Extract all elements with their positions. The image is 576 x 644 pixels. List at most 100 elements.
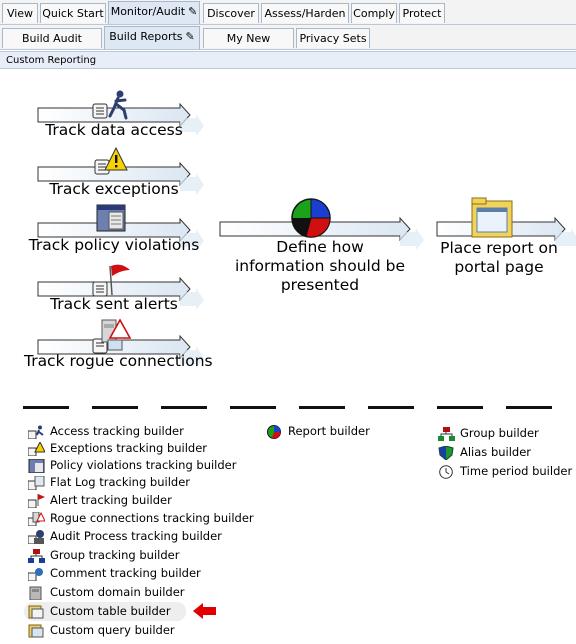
builder-flat-log-tracking[interactable]: Flat Log tracking builder xyxy=(28,474,190,491)
separator-dash xyxy=(437,406,483,409)
selected-item-highlight xyxy=(24,602,186,621)
builder-label: Alias builder xyxy=(460,445,532,459)
tab-protect[interactable]: Protect xyxy=(399,3,445,23)
warning-scroll-icon xyxy=(28,441,45,456)
builder-group[interactable]: Group builder xyxy=(438,425,539,442)
custom-table-icon xyxy=(28,605,44,618)
clock-icon xyxy=(439,464,453,479)
flow-label-track-data-access: Track data access xyxy=(45,121,183,139)
separator-dash xyxy=(368,406,414,409)
builder-alert-tracking[interactable]: Alert tracking builder xyxy=(28,492,172,509)
builder-policy-violations-tracking[interactable]: Policy violations tracking builder xyxy=(28,457,236,474)
tab-label: Protect xyxy=(402,7,442,20)
flow-arrow xyxy=(37,276,204,310)
tab-label: Assess/Harden xyxy=(264,7,346,20)
builder-label: Group tracking builder xyxy=(50,548,180,562)
tab-discover[interactable]: Discover xyxy=(203,3,259,23)
tab-label: Discover xyxy=(207,7,255,20)
separator-dash xyxy=(23,406,69,409)
tab-label: Comply xyxy=(353,7,395,20)
flow-label-define-presentation: Define how information should be present… xyxy=(234,238,406,294)
builder-custom-query[interactable]: Custom query builder xyxy=(28,622,175,639)
flow-arrow xyxy=(37,161,204,195)
builder-audit-process-tracking[interactable]: Audit Process tracking builder xyxy=(28,528,222,545)
tab-label: Monitor/Audit xyxy=(110,5,186,18)
builder-label: Custom table builder xyxy=(50,604,171,618)
builder-label: Flat Log tracking builder xyxy=(50,475,191,489)
flow-label-track-exceptions: Track exceptions xyxy=(49,180,179,198)
builder-time-period[interactable]: Time period builder xyxy=(438,463,572,480)
builder-label: Time period builder xyxy=(460,464,573,478)
builder-label: Comment tracking builder xyxy=(50,566,201,580)
builder-report[interactable]: Report builder xyxy=(266,423,370,440)
tab-view[interactable]: View xyxy=(2,3,38,23)
builder-access-tracking[interactable]: Access tracking builder xyxy=(28,423,184,440)
builder-label: Group builder xyxy=(460,426,539,440)
separator-dash xyxy=(161,406,207,409)
tab-label: View xyxy=(6,7,34,20)
builder-exceptions-tracking[interactable]: Exceptions tracking builder xyxy=(28,440,207,457)
flow-label-track-sent-alerts: Track sent alerts xyxy=(50,295,178,313)
tab-quick-start[interactable]: Quick Start xyxy=(40,3,106,23)
main-tab-bar: View Quick Start Monitor/Audit✎ Discover… xyxy=(0,0,576,25)
group-tree-icon xyxy=(438,426,455,441)
tab-comply[interactable]: Comply xyxy=(351,3,397,23)
comment-icon xyxy=(28,567,43,581)
pie-chart-icon xyxy=(267,424,281,439)
builder-custom-table[interactable]: Custom table builder xyxy=(28,603,171,620)
separator-dash xyxy=(92,406,138,409)
flow-label-place-report: Place report on portal page xyxy=(440,239,558,276)
builder-group-tracking[interactable]: Group tracking builder xyxy=(28,547,179,564)
group-tree-icon xyxy=(28,548,45,563)
rogue-connection-icon xyxy=(28,511,45,526)
edit-pencil-icon[interactable]: ✎ xyxy=(185,30,195,43)
builder-label: Access tracking builder xyxy=(50,424,184,438)
alias-shield-icon xyxy=(438,445,454,460)
flow-arrow xyxy=(37,102,204,136)
builder-rogue-connections-tracking[interactable]: Rogue connections tracking builder xyxy=(28,510,254,527)
separator-dash xyxy=(506,406,552,409)
builder-label: Policy violations tracking builder xyxy=(50,458,237,472)
flag-scroll-icon xyxy=(28,493,45,508)
builder-label: Audit Process tracking builder xyxy=(50,529,222,543)
person-scroll-icon xyxy=(92,90,128,120)
tab-build-audit-policies[interactable]: Build Audit Policies xyxy=(2,28,102,65)
tab-build-reports[interactable]: Build Reports✎ xyxy=(104,26,200,49)
flow-label-track-rogue-connections: Track rogue connections xyxy=(24,352,213,370)
policy-window-icon xyxy=(28,458,45,473)
edit-pencil-icon[interactable]: ✎ xyxy=(188,5,198,18)
warning-scroll-icon xyxy=(94,146,128,175)
flag-scroll-icon xyxy=(92,264,130,297)
builder-label: Report builder xyxy=(288,424,370,438)
builder-label: Rogue connections tracking builder xyxy=(50,511,254,525)
flow-label-track-policy-violations: Track policy violations xyxy=(28,236,200,254)
panel-title: Custom Reporting xyxy=(6,55,97,66)
builder-comment-tracking[interactable]: Comment tracking builder xyxy=(28,565,201,582)
tab-assess-harden[interactable]: Assess/Harden xyxy=(261,3,349,23)
custom-query-icon xyxy=(28,624,44,637)
workflow-diagram xyxy=(37,90,576,368)
pointer-arrow-icon xyxy=(193,603,216,619)
builder-label: Exceptions tracking builder xyxy=(50,441,208,455)
builder-custom-domain[interactable]: Custom domain builder xyxy=(28,584,185,601)
tab-monitor-audit[interactable]: Monitor/Audit✎ xyxy=(108,1,200,24)
separator-dash xyxy=(230,406,276,409)
pie-chart-icon xyxy=(291,198,331,238)
tab-privacy-sets[interactable]: Privacy Sets xyxy=(296,28,370,48)
tab-label: Build Reports xyxy=(109,30,183,43)
flat-log-icon xyxy=(28,475,45,490)
builder-label: Custom domain builder xyxy=(50,585,185,599)
tab-label: Privacy Sets xyxy=(299,32,367,45)
sub-tab-bar: Build Audit Policies Build Reports✎ My N… xyxy=(0,25,576,65)
separator-dash xyxy=(299,406,345,409)
rogue-connection-icon xyxy=(92,318,132,354)
audit-process-icon xyxy=(28,529,44,544)
policy-window-icon xyxy=(96,204,126,232)
builder-alias[interactable]: Alias builder xyxy=(438,444,531,461)
tab-label: Quick Start xyxy=(42,7,104,20)
builder-label: Alert tracking builder xyxy=(50,493,172,507)
panel-header: Custom Reporting xyxy=(0,51,576,69)
builder-label: Custom query builder xyxy=(50,623,175,637)
folder-window-icon xyxy=(471,197,513,238)
custom-domain-icon xyxy=(29,586,42,600)
